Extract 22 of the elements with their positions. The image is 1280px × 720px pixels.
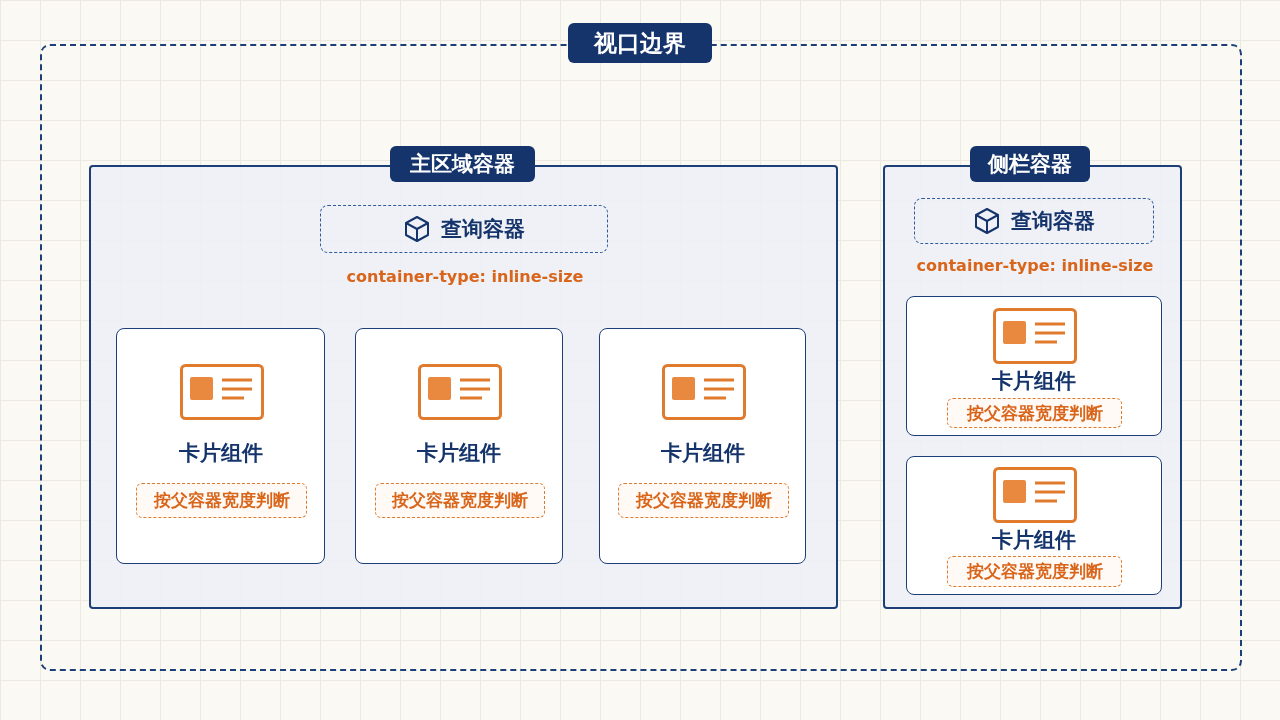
query-container-label: 查询容器 <box>441 216 525 243</box>
card-component <box>116 328 325 564</box>
title-tag: 侧栏容器 <box>970 146 1090 182</box>
title-tag: 主区域容器 <box>390 146 535 182</box>
card-component <box>355 328 563 564</box>
css-property-note: container-type: inline-size <box>346 267 584 286</box>
card-title: 卡片组件 <box>991 527 1077 554</box>
card-title: 卡片组件 <box>991 368 1077 395</box>
rule-tag: 按父容器宽度判断 <box>947 556 1122 587</box>
card-component <box>906 456 1162 595</box>
rule-tag: 按父容器宽度判断 <box>947 398 1122 428</box>
card-title: 卡片组件 <box>416 440 502 467</box>
query-container-label: 查询容器 <box>1011 208 1095 235</box>
card-title: 卡片组件 <box>659 440 746 467</box>
rule-tag: 按父容器宽度判断 <box>618 483 789 518</box>
rule-tag: 按父容器宽度判断 <box>136 483 307 518</box>
rule-tag: 按父容器宽度判断 <box>375 483 545 518</box>
card-title: 卡片组件 <box>177 440 264 467</box>
css-property-note: container-type: inline-size <box>916 256 1154 275</box>
title-tag: 视口边界 <box>568 23 712 63</box>
card-component <box>906 296 1162 436</box>
card-component <box>599 328 806 564</box>
